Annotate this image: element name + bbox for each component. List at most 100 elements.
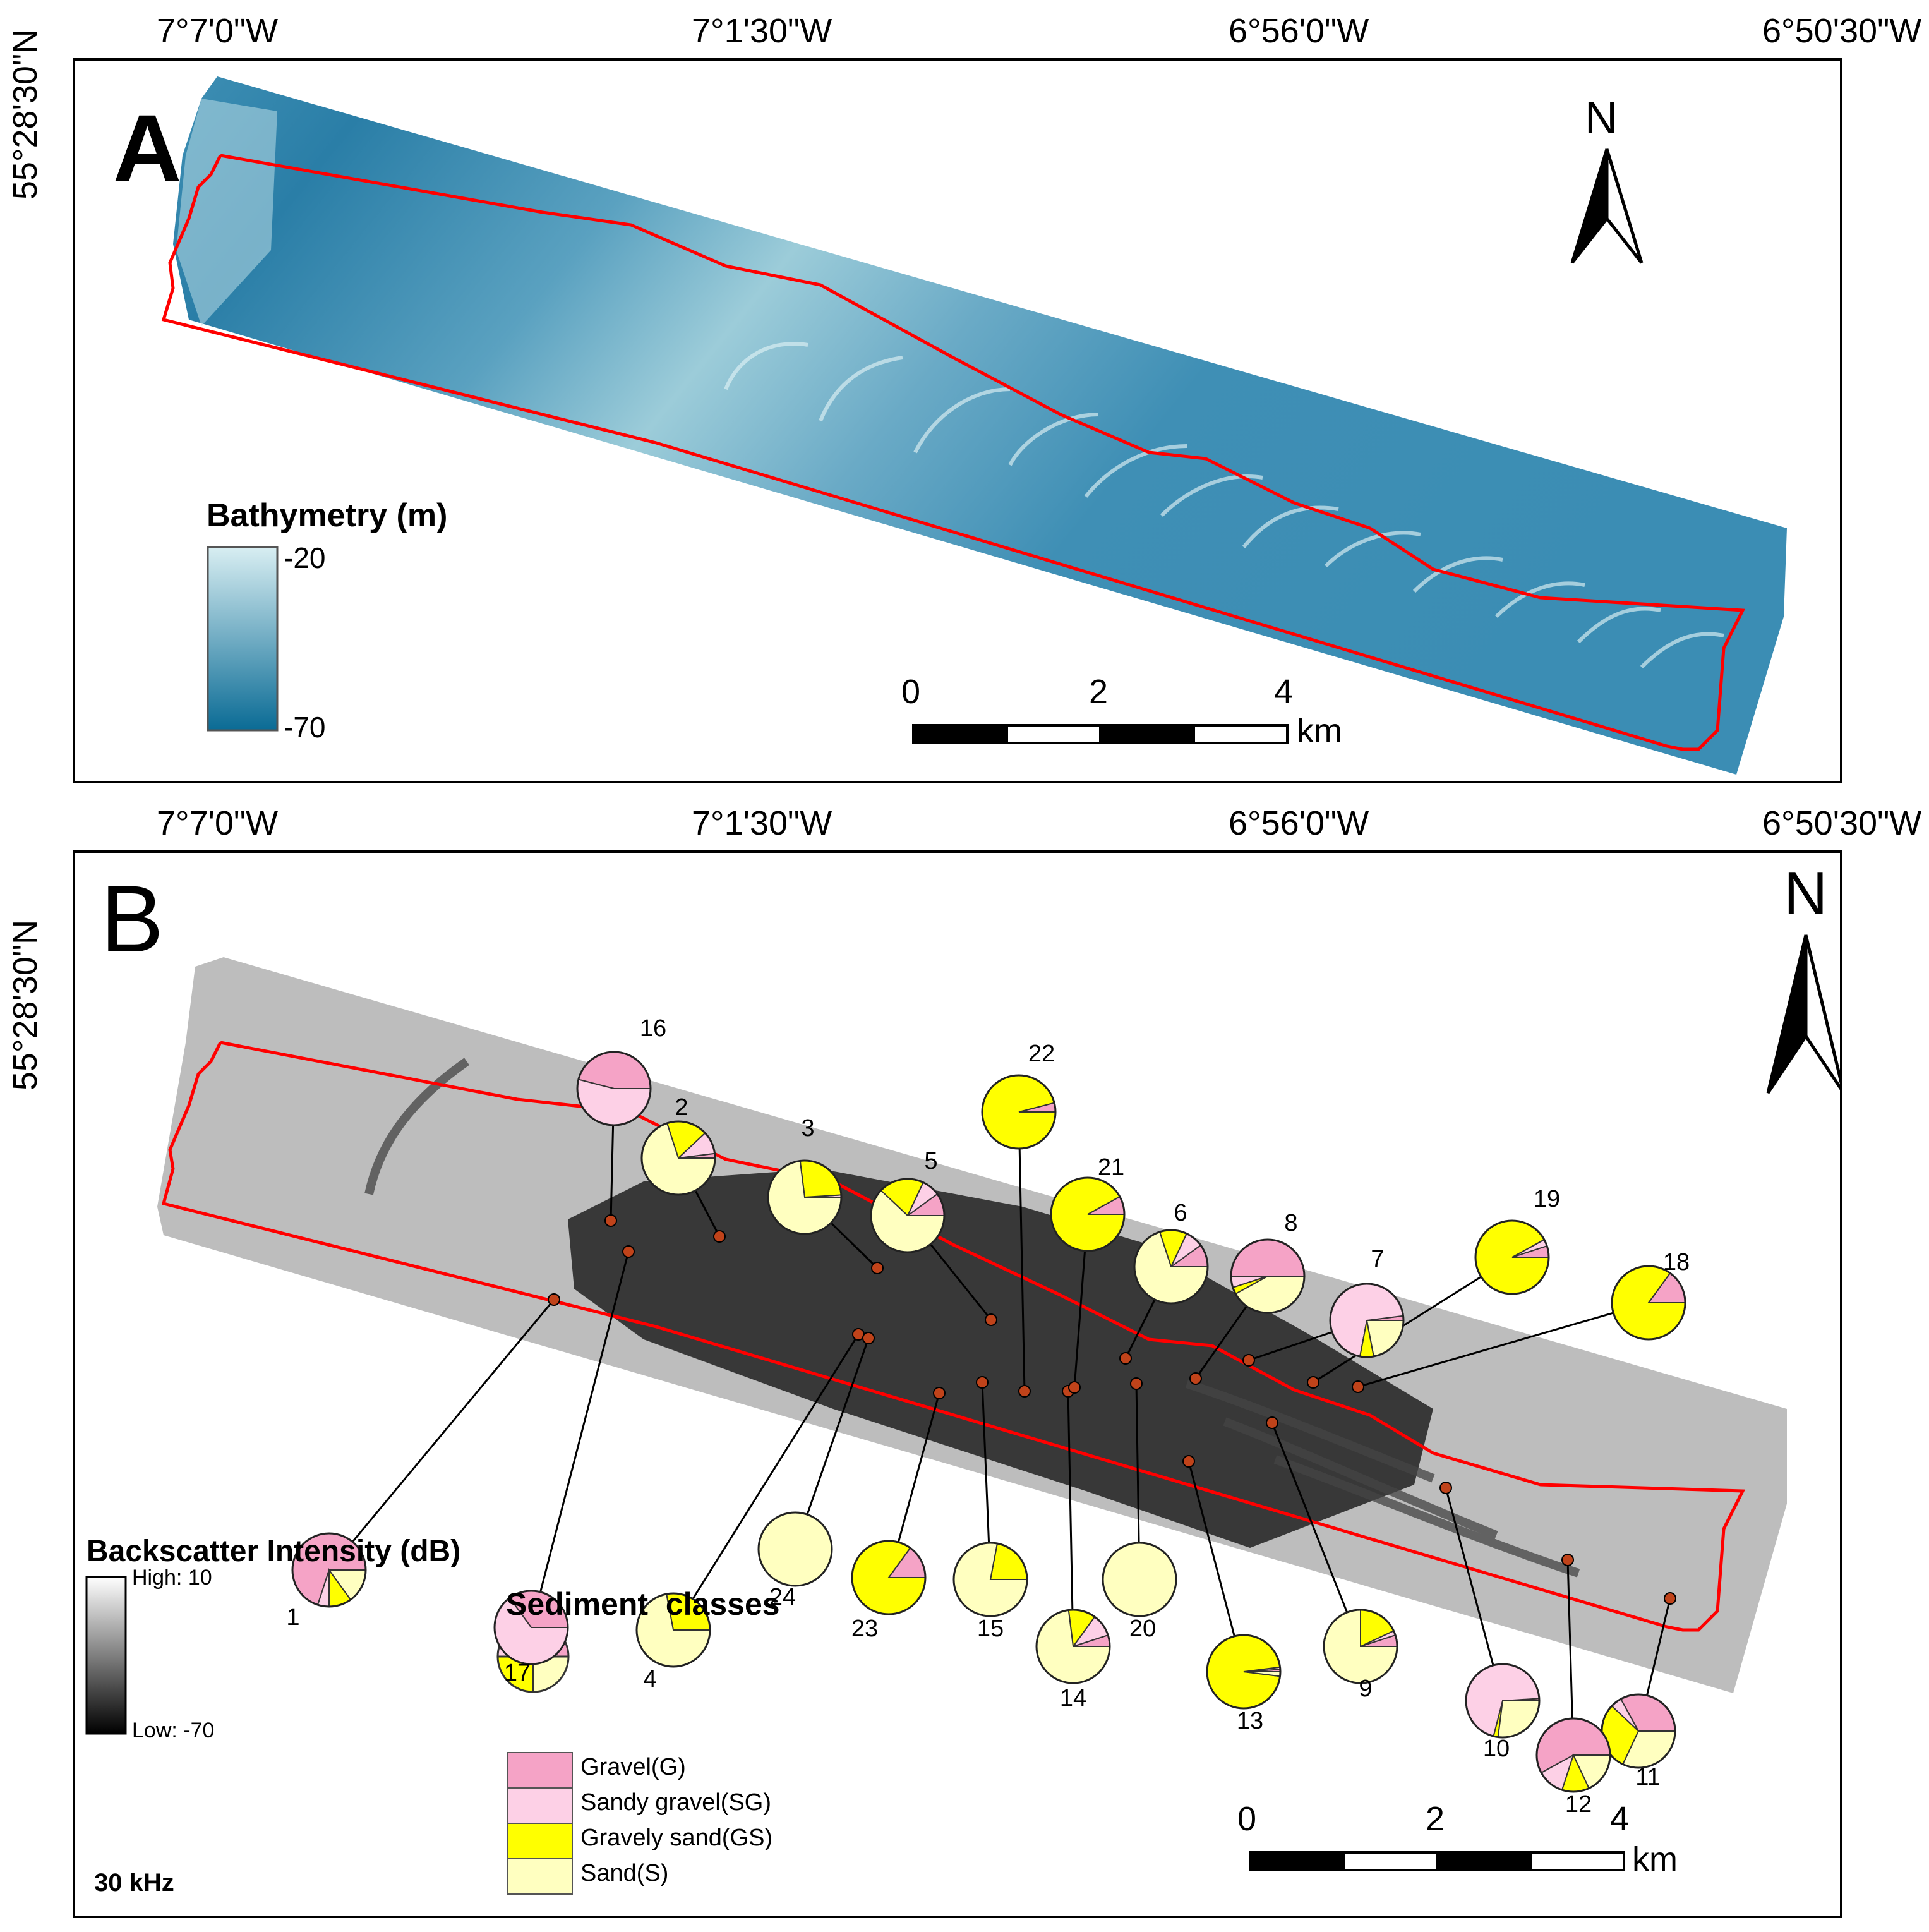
- backscatter-legend-title: Backscatter Intensity (dB): [87, 1535, 461, 1568]
- lon-label-a-3: 6°56'0"W: [1229, 12, 1369, 50]
- station-pie-18: [1611, 1265, 1686, 1341]
- station-pie-13: [1206, 1634, 1282, 1710]
- station-label-9: 9: [1359, 1675, 1372, 1702]
- station-pie-20: [1102, 1542, 1177, 1617]
- station-dot-3: [871, 1262, 884, 1274]
- station-pie-15: [952, 1542, 1028, 1617]
- station-pie-12: [1535, 1717, 1611, 1793]
- station-label-6: 6: [1174, 1200, 1187, 1226]
- station-label-19: 19: [1534, 1186, 1560, 1212]
- north-arrow-icon: [1570, 148, 1644, 264]
- station-dot-16: [604, 1214, 617, 1227]
- station-dot-13: [1182, 1455, 1195, 1468]
- leader-line-18: [1357, 1301, 1649, 1388]
- north-arrow-icon-b: [1766, 934, 1840, 1094]
- station-dot-1: [548, 1293, 560, 1306]
- leader-line-14: [1067, 1391, 1074, 1647]
- station-dot-12: [1561, 1554, 1574, 1566]
- station-pie-3: [767, 1159, 843, 1235]
- panel-letter-b: B: [100, 866, 164, 972]
- station-pie-24: [757, 1511, 833, 1587]
- station-label-20: 20: [1129, 1615, 1156, 1642]
- bathymetry-legend-max: -20: [284, 541, 326, 574]
- lon-label-b-1: 7°7'0"W: [157, 804, 279, 842]
- sediment-class-sandy-gravel: Sandy gravel(SG): [580, 1789, 772, 1816]
- leader-line-4: [672, 1334, 860, 1631]
- station-dot-15: [976, 1376, 989, 1389]
- sediment-legend-swatches: [507, 1752, 573, 1895]
- lat-label-b: 55°28'30"N: [6, 919, 44, 1091]
- station-label-18: 18: [1663, 1249, 1690, 1276]
- sediment-class-sand: Sand(S): [580, 1860, 669, 1887]
- station-pie-9: [1323, 1609, 1398, 1684]
- scale-a-label-2: 2: [1089, 673, 1109, 711]
- scale-b-unit: km: [1632, 1840, 1678, 1878]
- station-label-4: 4: [643, 1666, 656, 1693]
- station-dot-5: [985, 1313, 997, 1326]
- station-label-5: 5: [924, 1148, 937, 1174]
- lon-label-a-2: 7°1'30"W: [692, 12, 832, 50]
- bathymetry-swath: [173, 76, 1787, 775]
- station-label-1: 1: [286, 1604, 299, 1631]
- station-dot-11: [1664, 1592, 1676, 1605]
- frequency-label: 30 kHz: [94, 1869, 174, 1897]
- scale-a-label-4: 4: [1274, 673, 1294, 711]
- lon-label-b-3: 6°56'0"W: [1229, 804, 1369, 842]
- station-label-14: 14: [1060, 1685, 1086, 1712]
- station-pie-1: [291, 1532, 367, 1608]
- station-dot-9: [1266, 1416, 1278, 1429]
- scale-a-label-0: 0: [901, 673, 921, 711]
- leader-line-22: [1018, 1111, 1026, 1392]
- bathymetry-legend-min: -70: [284, 711, 326, 744]
- station-pie-6: [1133, 1229, 1209, 1305]
- sand-wave-ridges: [724, 342, 1724, 669]
- station-label-10: 10: [1483, 1736, 1510, 1762]
- station-dot-17: [622, 1245, 635, 1258]
- station-pie-2: [640, 1120, 716, 1196]
- station-label-23: 23: [851, 1615, 878, 1642]
- station-pie-19: [1474, 1219, 1550, 1295]
- backscatter-legend-low: Low: -70: [132, 1718, 215, 1742]
- station-pie-23: [851, 1540, 927, 1615]
- station-pie-16: [576, 1051, 652, 1126]
- leader-line-19: [1313, 1256, 1513, 1384]
- station-dot-21: [1068, 1381, 1081, 1394]
- panel-a-bathymetry: A N Bathymetry (m) -20 -70 0 2 4 km: [73, 58, 1842, 783]
- panel-letter-a: A: [113, 95, 182, 201]
- station-pie-21: [1050, 1176, 1126, 1252]
- station-label-24: 24: [769, 1584, 796, 1610]
- station-pie-22: [981, 1074, 1057, 1150]
- station-dot-6: [1119, 1352, 1132, 1365]
- station-label-7: 7: [1371, 1246, 1384, 1272]
- lon-label-a-4: 6°50'30"W: [1762, 12, 1922, 50]
- station-pie-14: [1035, 1609, 1111, 1684]
- study-area-boundary: [161, 154, 1745, 751]
- station-dot-20: [1130, 1377, 1143, 1390]
- backscatter-legend-ramp: [85, 1576, 127, 1735]
- station-dot-7: [1242, 1354, 1255, 1367]
- dark-backscatter-zone: [568, 1169, 1433, 1548]
- bathymetry-legend-title: Bathymetry (m): [207, 497, 448, 534]
- station-pie-11: [1601, 1693, 1676, 1769]
- pie-slice-8-G: [1230, 1239, 1306, 1277]
- bathymetry-legend-ramp: [207, 546, 279, 732]
- station-pie-8: [1230, 1238, 1306, 1314]
- scale-a-unit: km: [1297, 712, 1342, 750]
- station-pie-10: [1465, 1663, 1541, 1739]
- station-dot-8: [1189, 1372, 1202, 1385]
- station-pie-7: [1329, 1283, 1405, 1358]
- scale-b-label-0: 0: [1237, 1800, 1257, 1838]
- station-label-15: 15: [977, 1615, 1004, 1642]
- lon-label-b-4: 6°50'30"W: [1762, 804, 1922, 842]
- station-dot-23: [933, 1387, 946, 1399]
- station-pie-4: [635, 1592, 711, 1668]
- lon-label-a-1: 7°7'0"W: [157, 12, 279, 50]
- station-dot-22: [1018, 1385, 1031, 1398]
- leader-line-1: [328, 1299, 555, 1571]
- sediment-class-gravel: Gravel(G): [580, 1754, 686, 1780]
- station-pie-17: [493, 1590, 569, 1665]
- station-pie-5: [870, 1178, 946, 1253]
- backscatter-streaks: [364, 1058, 1580, 1578]
- lon-label-b-2: 7°1'30"W: [692, 804, 832, 842]
